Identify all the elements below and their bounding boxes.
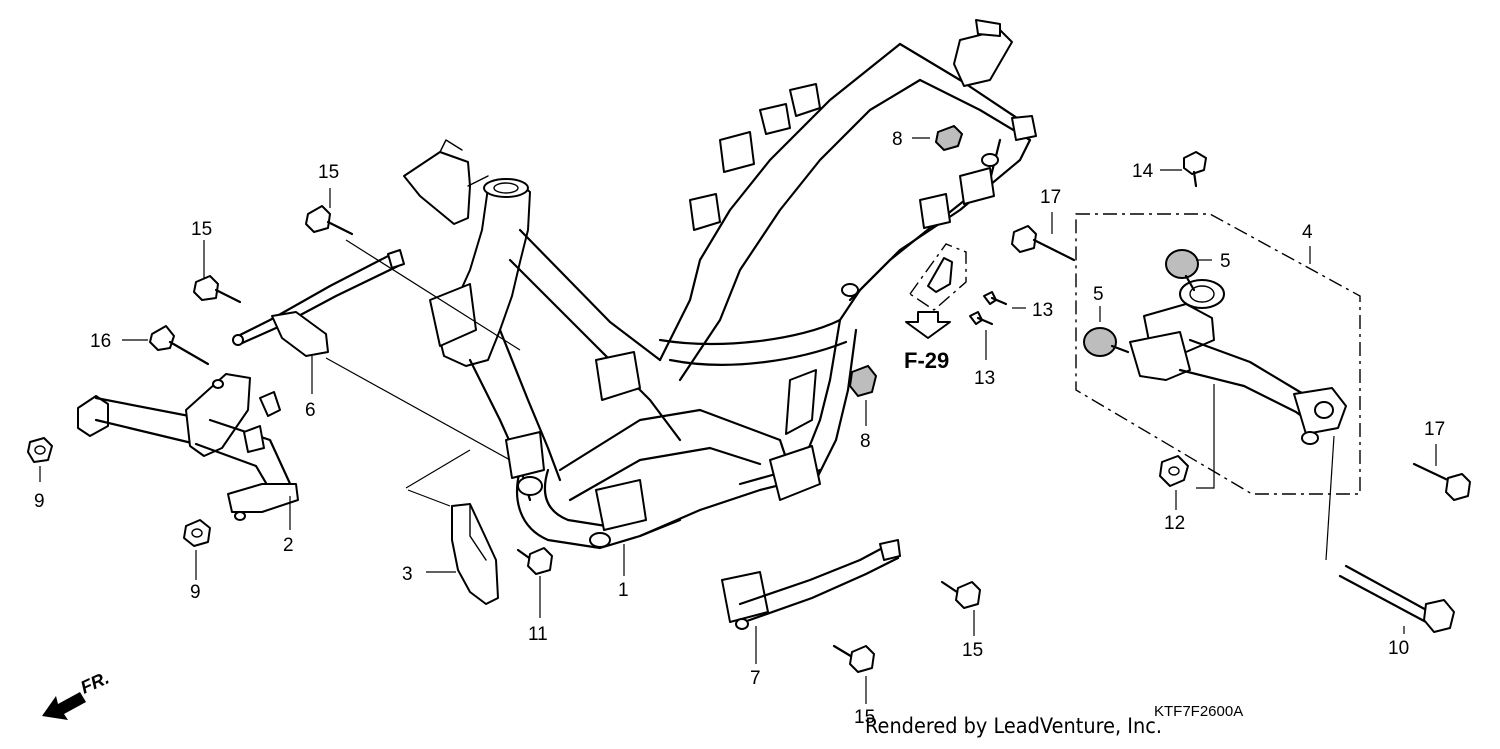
callout-11: 11 <box>528 624 548 645</box>
callout-9-lower: 9 <box>190 582 201 603</box>
callout-14: 14 <box>1132 161 1154 182</box>
reference-dashed-bracket <box>909 243 967 311</box>
callout-17-right: 17 <box>1424 419 1445 440</box>
bolt-11[interactable] <box>516 547 553 575</box>
callout-15-bottom-right: 15 <box>962 640 983 661</box>
callout-numbers: 1 2 3 4 5 5 6 7 8 8 9 9 10 11 12 13 13 1… <box>34 129 1445 728</box>
grommet-8-upper[interactable] <box>934 124 964 152</box>
nut-12[interactable] <box>1159 455 1189 487</box>
bolt-17-upper[interactable] <box>1011 225 1076 262</box>
callout-9-left: 9 <box>34 491 45 512</box>
callout-17-upper: 17 <box>1040 187 1061 208</box>
callout-5-lower: 5 <box>1093 284 1104 305</box>
bushing-5-lower[interactable] <box>1083 327 1130 357</box>
callout-1: 1 <box>618 580 629 601</box>
callout-10: 10 <box>1388 638 1409 659</box>
bolt-13-lower[interactable] <box>969 311 994 326</box>
reference-arrow <box>905 311 951 339</box>
bolt-15-bottom[interactable] <box>832 644 875 673</box>
callout-15-bottom: 15 <box>854 707 875 728</box>
callout-4: 4 <box>1302 222 1313 243</box>
leader-lines <box>39 137 1437 704</box>
reference-label[interactable]: F-29 <box>904 348 949 373</box>
bolt-10[interactable] <box>1338 564 1455 633</box>
bolt-15-left[interactable] <box>193 275 242 304</box>
part-4-assembly-outline <box>1075 213 1361 495</box>
callout-2: 2 <box>283 535 294 556</box>
bolt-16[interactable] <box>149 325 210 366</box>
bolt-15-upper[interactable] <box>305 205 354 236</box>
callout-3: 3 <box>402 564 413 585</box>
callout-5-upper: 5 <box>1220 251 1231 272</box>
callout-16: 16 <box>90 331 111 352</box>
bolt-14[interactable] <box>1183 151 1207 188</box>
nut-9-upper[interactable] <box>27 437 53 463</box>
render-credit: Rendered by LeadVenture, Inc. <box>865 714 1162 738</box>
bolt-15-bottom-right[interactable] <box>940 580 981 609</box>
callout-15-upper: 15 <box>318 162 339 183</box>
drawing-code: KTF7F2600A <box>1154 703 1243 720</box>
nut-9-lower[interactable] <box>183 519 211 547</box>
front-marker-label: FR. <box>77 668 112 698</box>
callout-8-upper: 8 <box>892 129 903 150</box>
callout-13-right: 13 <box>1032 300 1053 321</box>
callout-8-lower: 8 <box>860 431 871 452</box>
bushing-5-upper[interactable] <box>1165 249 1199 292</box>
lower-stay-part-7[interactable] <box>721 539 901 630</box>
front-direction-marker: FR. <box>42 668 112 720</box>
callout-12: 12 <box>1164 513 1185 534</box>
engine-hanger-part-2[interactable] <box>77 373 299 521</box>
upper-stay-part-6[interactable] <box>232 249 405 357</box>
callout-6: 6 <box>305 400 316 421</box>
callout-15-left: 15 <box>191 219 212 240</box>
bracket-part-3[interactable] <box>451 503 499 605</box>
callout-7: 7 <box>750 668 761 689</box>
upper-arm-part-4[interactable] <box>1129 279 1347 445</box>
bolt-13-upper[interactable] <box>983 291 1008 306</box>
callout-13-lower: 13 <box>974 368 995 389</box>
bolt-17-right[interactable] <box>1412 462 1471 501</box>
grommet-8-lower[interactable] <box>848 364 878 398</box>
main-frame-body[interactable] <box>403 19 1037 550</box>
